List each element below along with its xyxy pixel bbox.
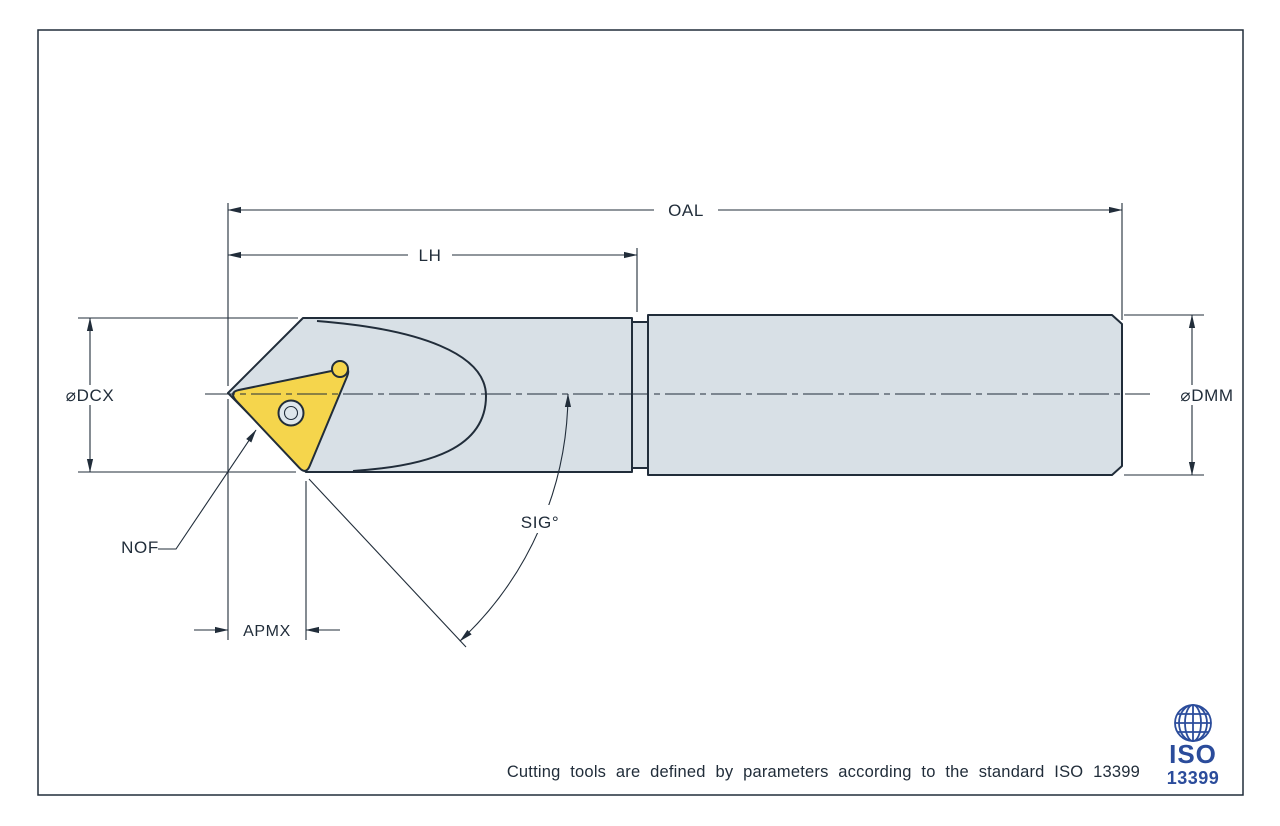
nof-leader-line [158, 429, 257, 550]
insert-screw-hole-inner [283, 405, 299, 421]
label-backgrounds [56, 200, 1241, 533]
iso-13399-logo: ISO 13399 [1167, 704, 1220, 788]
logo-iso-text: ISO [1169, 739, 1217, 769]
dim-label-oal: OAL [668, 201, 704, 220]
dim-label-lh: LH [419, 246, 442, 265]
iso-standard-caption: Cutting tools are defined by parameters … [507, 763, 1140, 781]
sig-edge-extension [308, 478, 467, 648]
dim-label-dmm: ⌀DMM [1180, 386, 1233, 405]
logo-code-text: 13399 [1167, 768, 1220, 788]
insert-corner-radius [331, 360, 349, 378]
tool-geometry [205, 314, 1150, 476]
dim-label-sig: SIG° [521, 513, 559, 532]
tool-neck-groove [631, 321, 649, 469]
drawing-border [37, 29, 1244, 796]
dimension-labels: OAL LH ⌀DCX ⌀DMM NOF APMX SIG° [66, 201, 1233, 640]
dim-label-apmx: APMX [243, 623, 291, 640]
dim-label-nof: NOF [121, 538, 159, 557]
dim-label-dcx: ⌀DCX [66, 386, 115, 405]
globe-icon [1174, 704, 1212, 742]
insert-screw-hole [277, 399, 305, 427]
tool-shank [647, 314, 1123, 476]
